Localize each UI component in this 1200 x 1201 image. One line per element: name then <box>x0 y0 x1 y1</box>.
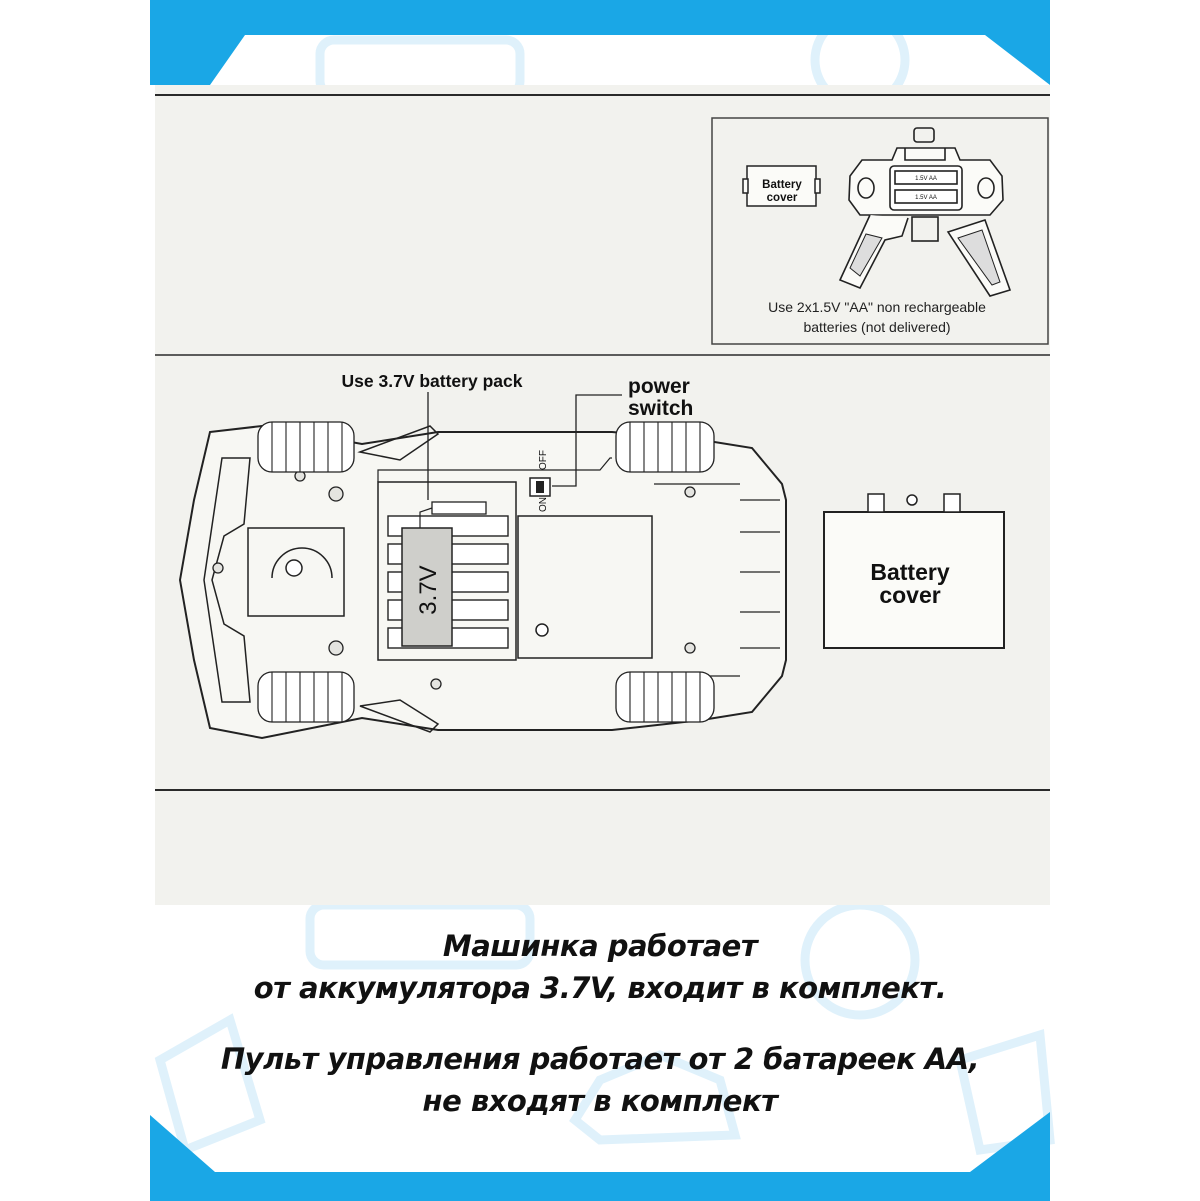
tread-lines <box>629 422 701 472</box>
wheel-rear-left <box>615 421 715 473</box>
steering-plate <box>247 527 345 617</box>
controller-neck <box>904 148 946 161</box>
trigger-texture-right <box>957 229 1001 286</box>
tread-lines <box>271 422 343 472</box>
steering-arc <box>271 547 333 579</box>
car-cover-label-line-1: Battery <box>870 559 949 585</box>
car-cover-body <box>823 511 1005 649</box>
top-rail <box>377 457 612 482</box>
caption-line: Машинка работает <box>442 929 758 963</box>
cover-screw <box>535 623 549 637</box>
aa-cell-1-label: 1.5V AA <box>915 176 937 182</box>
controller-battery-bay <box>889 165 963 211</box>
aa-cell-2-label: 1.5V AA <box>915 195 937 201</box>
power-switch-callout <box>552 394 622 487</box>
caption-line: от аккумулятора 3.7V, входит в комплект. <box>253 971 947 1005</box>
screw <box>430 678 442 690</box>
callout-lines <box>427 392 622 500</box>
power-switch-knob <box>536 481 544 493</box>
front-arm-lower <box>359 699 440 733</box>
car-battery-caption: Машинка работает от аккумулятора 3.7V, в… <box>0 925 1200 1009</box>
cover-clip-left <box>867 493 885 513</box>
wheel-treads <box>271 422 701 722</box>
caption-line: Пульт управления работает от 2 батареек … <box>220 1042 980 1076</box>
battery-pack-3-7v <box>401 527 453 647</box>
bottom-frame <box>150 1112 1050 1201</box>
switch-on-label: ON <box>538 497 549 512</box>
rear-cover-plate <box>517 515 653 659</box>
caption-line: не входят в комплект <box>422 1084 778 1118</box>
remote-battery-note-line-2: batteries (not delivered) <box>803 319 950 335</box>
wheel-front-left <box>257 421 355 473</box>
battery-bay-frame <box>377 481 517 661</box>
screw <box>328 486 344 502</box>
battery-wire <box>419 507 433 528</box>
battery-connector <box>431 501 487 515</box>
cover-clip-right <box>943 493 961 513</box>
screw <box>328 640 344 656</box>
cover-tab-left <box>742 178 749 194</box>
remote-controller-drawing <box>838 127 1012 297</box>
aa-cell-2 <box>894 189 958 204</box>
front-arm-upper <box>357 425 440 461</box>
steering-pivot <box>285 559 303 577</box>
power-switch-label-line-1: power <box>628 375 690 398</box>
wheel-front-right <box>257 671 355 723</box>
top-frame <box>150 0 1050 85</box>
watermark-shape <box>154 1013 266 1157</box>
screw <box>212 562 224 574</box>
screw <box>684 642 696 654</box>
grip-texture-left <box>849 233 883 277</box>
grip-hole-right <box>977 177 995 199</box>
watermark-shape <box>569 1050 741 1145</box>
small-battery-cover: Battery cover <box>742 165 821 207</box>
car-chassis-drawing: Use 3.7V battery pack power switch OFF O… <box>178 371 787 740</box>
grip-hole-left <box>857 177 875 199</box>
switch-off-label: OFF <box>538 450 549 470</box>
small-cover-label-line-1: Battery <box>762 179 802 191</box>
screw <box>684 486 696 498</box>
car-wheels <box>257 421 715 723</box>
power-switch-label-line-2: switch <box>628 397 693 420</box>
car-cover-label-line-2: cover <box>879 582 940 608</box>
remote-battery-note-line-1: Use 2x1.5V "AA" non rechargeable <box>768 299 986 315</box>
cover-screw-hole <box>906 494 918 506</box>
front-bumper-detail <box>203 457 251 703</box>
remote-panel-border <box>711 117 1049 345</box>
tread-lines <box>629 672 701 722</box>
battery-pack-voltage: 3.7V <box>415 565 442 614</box>
tread-lines <box>271 672 343 722</box>
cover-tab-right <box>814 178 821 194</box>
battery-pack-label: Use 3.7V battery pack <box>342 371 523 391</box>
aa-cell-1 <box>894 170 958 185</box>
remote-battery-caption: Пульт управления работает от 2 батареек … <box>0 1038 1200 1122</box>
controller-stem <box>911 216 939 242</box>
antenna-top <box>913 127 935 143</box>
car-battery-cover: Battery cover <box>823 493 1005 649</box>
remote-control-panel: Battery cover 1.5V AA 1.5V AA Use 2x <box>711 117 1049 345</box>
wheel-rear-right <box>615 671 715 723</box>
small-cover-label-line-2: cover <box>767 192 798 204</box>
